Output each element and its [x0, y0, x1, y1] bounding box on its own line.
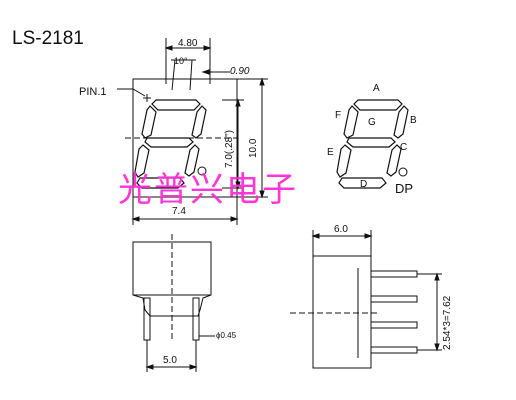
bottom-body-outline: [132, 241, 212, 296]
segment-label-g: G: [368, 117, 376, 128]
dim-body-width: 7.4: [172, 206, 186, 217]
dim-side-depth: 6.0: [334, 224, 348, 235]
segment-diagram: [336, 99, 409, 189]
segment-label-d: D: [360, 179, 368, 190]
segment-dp-circle: [398, 167, 408, 177]
dim-pin-diameter: ϕ0.45: [216, 331, 237, 340]
segment-label-a: A: [373, 83, 380, 94]
front-dp-circle: [197, 166, 207, 176]
dim-angle: 10°: [174, 56, 188, 66]
segment-label-e: E: [327, 147, 334, 158]
dim-pin-spacing: 2.54*3=7.62: [442, 295, 453, 350]
pin1-label: PIN.1: [79, 86, 107, 98]
pin1-leader: [117, 88, 146, 97]
segment-label-b: B: [410, 115, 417, 126]
watermark-text: 光普兴电子: [118, 170, 298, 210]
segment-label-c: C: [400, 142, 408, 153]
dim-body-height: 10.0: [248, 138, 259, 158]
part-number-title: LS-2181: [12, 28, 84, 49]
side-body-outline: [312, 255, 372, 369]
segment-label-dp: DP: [395, 181, 414, 196]
dim-top-width: 4.80: [178, 38, 198, 49]
dim-offset: 0.90: [230, 66, 250, 77]
segment-label-f: F: [335, 110, 342, 121]
dim-pin-pitch: 5.0: [163, 355, 177, 366]
